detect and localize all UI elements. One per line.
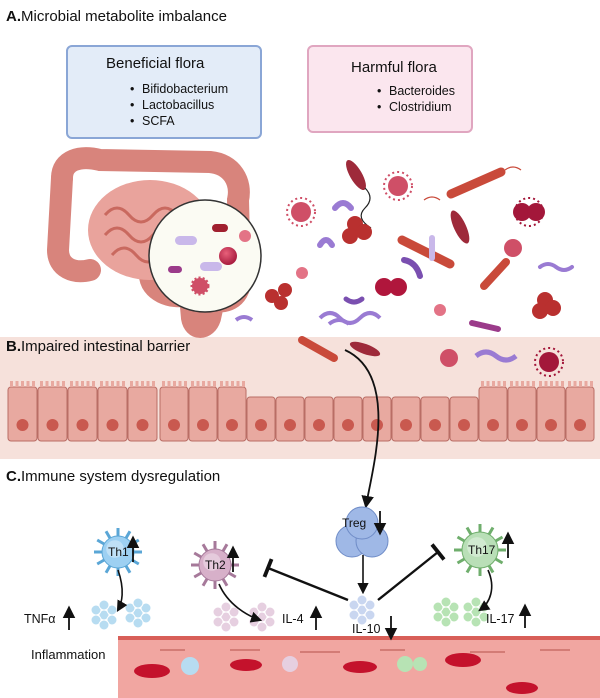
epithelial-cell [159,381,189,442]
tnfa-cluster [90,599,118,631]
epithelial-cell [188,381,218,442]
epithelial-cell [97,381,128,442]
beneficial-flora-item: SCFA [130,113,228,129]
beneficial-flora-list: BifidobacteriumLactobacillusSCFA [130,81,228,129]
section-a-title: A.Microbial metabolite imbalance [6,8,227,25]
epithelial-cell [217,381,247,442]
tnfa-label: TNFα [24,612,56,626]
blood-vessel [118,636,600,698]
epithelial-cell [478,381,508,442]
intestinal-epithelium [7,381,595,442]
epithelial-cell [127,381,158,442]
beneficial-flora-box: Beneficial flora BifidobacteriumLactobac… [66,45,262,139]
magnified-view-icon [148,199,262,313]
epithelial-cell [391,396,421,442]
section-c-title: C.Immune system dysregulation [6,468,221,485]
th2-label: Th2 [205,558,226,572]
il4-label: IL-4 [282,612,304,626]
epithelial-cell [7,381,38,442]
il17-cluster [432,596,460,628]
immune-pathways [116,543,493,623]
harmful-flora-title: Harmful flora [351,59,437,76]
epithelial-cell [449,396,479,442]
immune-cells [94,506,506,589]
epithelial-cell [362,396,392,442]
bacteria-cloud [234,159,574,377]
th2-cell-icon [191,541,239,589]
th17-cell-icon [454,524,506,576]
beneficial-flora-title: Beneficial flora [106,55,205,72]
th1-label: Th1 [108,545,129,559]
epithelial-cell [420,396,450,442]
epithelial-cell [67,381,98,442]
th1-cell-icon [94,528,142,576]
epithelial-cell [565,381,595,442]
beneficial-flora-item: Bifidobacterium [130,81,228,97]
harmful-flora-item: Bacteroides [377,83,455,99]
tnfa-cluster [124,597,152,629]
il10-label: IL-10 [352,622,381,636]
epithelial-cell [275,396,305,442]
beneficial-flora-item: Lactobacillus [130,97,228,113]
epithelial-cell [536,381,566,442]
il17-label: IL-17 [486,612,515,626]
epithelial-cell [246,396,276,442]
inflammation-label: Inflammation [31,647,106,662]
section-b-title: B.Impaired intestinal barrier [6,338,191,355]
harmful-flora-box: Harmful flora BacteroidesClostridium [307,45,473,133]
epithelial-cell [37,381,68,442]
harmful-flora-list: BacteroidesClostridium [377,83,455,115]
il4-cluster [212,601,240,633]
th17-label: Th17 [468,543,496,557]
epithelial-cell [304,396,334,442]
il10-cluster [348,594,376,626]
harmful-flora-item: Clostridium [377,99,455,115]
treg-label: Treg [342,516,367,530]
epithelial-cell [507,381,537,442]
translocation-arrow [344,349,380,509]
epithelial-cell [333,396,363,442]
